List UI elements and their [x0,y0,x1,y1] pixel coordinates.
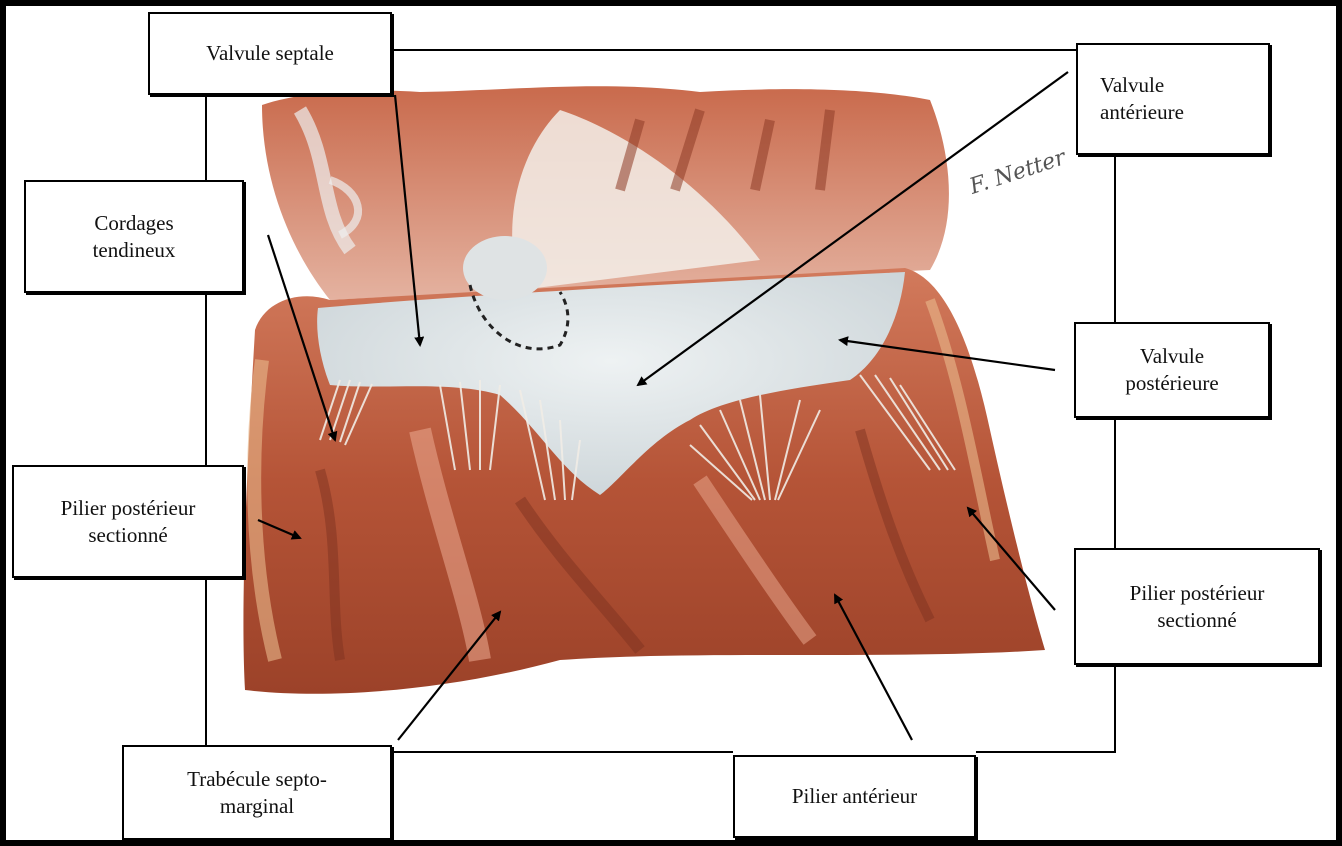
label-text: Pilier antérieur [792,783,917,810]
label-text: antérieure [1100,99,1184,126]
label-valvule-anterieure: Valvule antérieure [1076,43,1270,155]
label-cordages-tendineux: Cordages tendineux [24,180,244,293]
label-pilier-posterieur-gauche: Pilier postérieur sectionné [12,465,244,578]
label-text: Pilier postérieur [1130,580,1265,607]
label-trabecule-septo-marginal: Trabécule septo- marginal [122,745,392,840]
coronary-sinus-bulge [463,236,547,300]
label-pilier-posterieur-droit: Pilier postérieur sectionné [1074,548,1320,665]
label-text: Valvule [1100,72,1164,99]
label-valvule-septale: Valvule septale [148,12,392,95]
label-text: Cordages [94,210,173,237]
label-text: postérieure [1125,370,1218,397]
label-text: Trabécule septo- [187,766,327,793]
label-text: Valvule septale [206,40,334,67]
label-text: sectionné [1157,607,1236,634]
label-text: tendineux [93,237,176,264]
label-text: Valvule [1140,343,1204,370]
upper-wall [262,86,949,300]
label-text: Pilier postérieur [61,495,196,522]
label-pilier-anterieur: Pilier antérieur [733,755,976,838]
label-text: sectionné [88,522,167,549]
label-text: marginal [220,793,294,820]
label-valvule-posterieure: Valvule postérieure [1074,322,1270,418]
